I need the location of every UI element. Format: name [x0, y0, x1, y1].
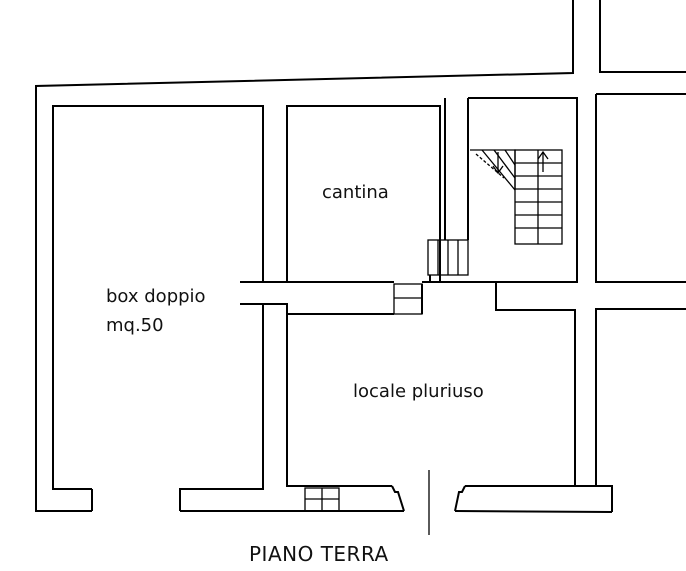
main-entrance [391, 470, 466, 535]
locale-label: locale pluriuso [353, 381, 484, 402]
stair-hall-top [468, 97, 578, 283]
floor-title: PIANO TERRA [249, 542, 389, 566]
corridor-wall-lower [263, 303, 394, 315]
main-staircase [470, 149, 563, 245]
box-wall-lower [179, 303, 264, 511]
right-wall-lower [595, 308, 686, 512]
outer-wall-outline [35, 0, 574, 512]
upper-right-wall [599, 0, 686, 73]
door-threshold [393, 283, 423, 315]
locale-bottom-wall-outer-right [454, 510, 613, 513]
right-wall-upper-pier [595, 94, 686, 283]
box-label-line2: mq.50 [106, 315, 164, 336]
cantina-label: cantina [322, 182, 389, 203]
locale-bottom-wall-inner [286, 314, 392, 487]
outer-wall-inner-line [52, 105, 264, 490]
corridor-connector [422, 281, 596, 487]
box-label-line1: box doppio [106, 286, 206, 307]
